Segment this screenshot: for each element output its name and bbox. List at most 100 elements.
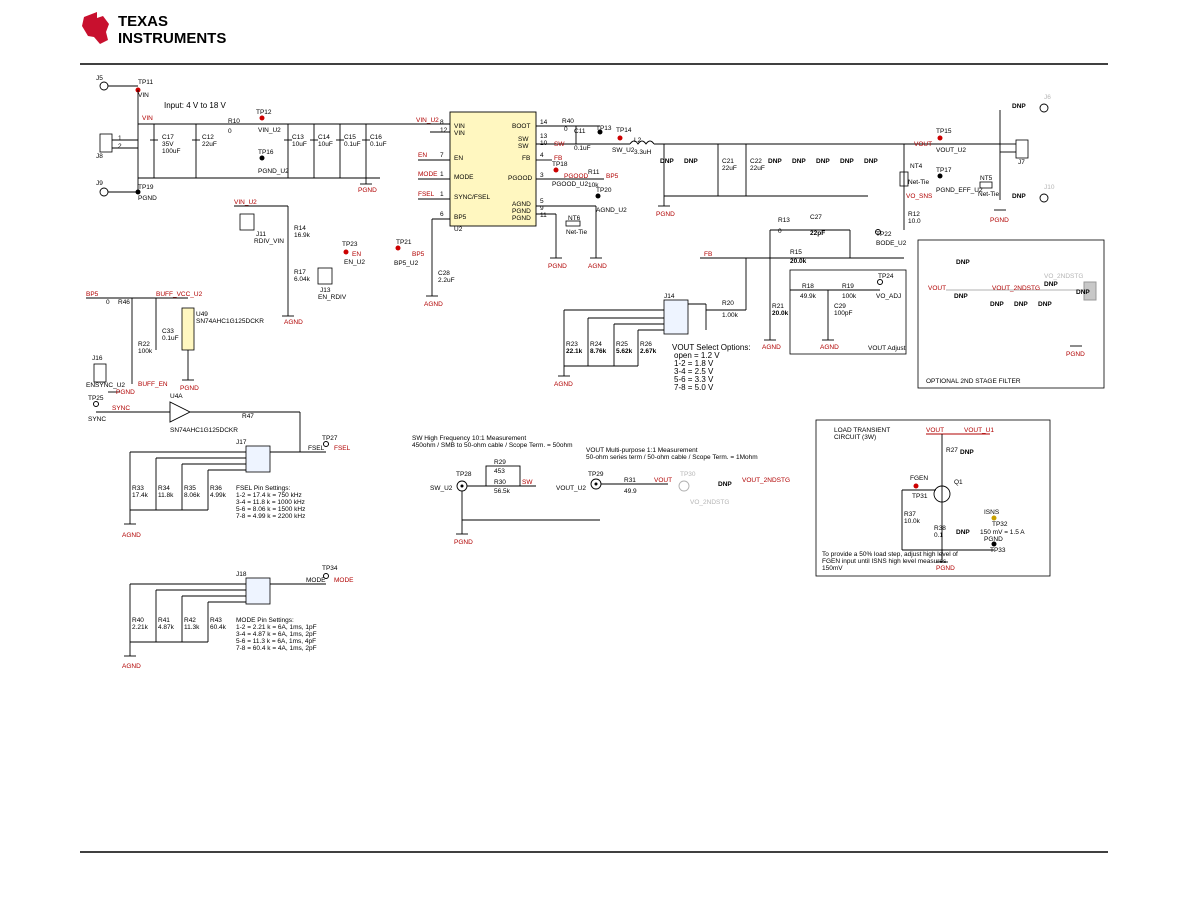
tp15-label: VOUT_U2 [936,147,966,154]
r32-dnp: DNP [718,481,732,488]
pin-num-13: 13 [540,133,548,140]
c16-val: 0.1uF [370,141,387,148]
j18-header[interactable] [245,577,271,605]
c11-ref: C11 [574,128,586,135]
q1-mosfet [933,485,951,503]
vout-u1-load: VOUT_U1 [964,427,994,434]
vout-load: VOUT [926,427,944,434]
r24-ref: R24 [590,341,602,348]
q1-ref: Q1 [954,479,963,486]
r18-ref: R18 [802,283,814,290]
agnd-adj: AGND [820,344,839,351]
vout-net-meas: VOUT [654,477,672,484]
r35-val: 8.06k [184,492,201,499]
fb-net-ic: FB [554,155,562,162]
u49-ref: U49 [196,311,208,318]
j17-header[interactable] [245,445,271,473]
r29-val: 453 [494,468,505,475]
agnd-c28: AGND [424,301,443,308]
u4a-val: SN74AHC1G125DCKR [170,427,238,434]
r27-dnp: DNP [960,449,974,456]
pin-pgnd-a: PGND [512,208,531,215]
tp25-ref: TP25 [88,395,104,402]
en-net: EN [418,152,427,159]
r37-ref: R37 [904,511,916,518]
pin-num-7: 7 [440,152,444,159]
r41-ref: R41 [158,617,170,624]
tp30-ref: TP30 [680,471,696,478]
pin-syncfsel: SYNC/FSEL [454,194,491,201]
c28-val: 2.2uF [438,277,455,284]
tp32-ref: TP32 [992,521,1008,528]
r33-val: 17.4k [132,492,149,499]
u49-body [181,307,195,351]
tp28-ref: TP28 [456,471,472,478]
c30-dnp: DNP [990,301,1004,308]
nt5-ref: NT5 [980,175,993,182]
j11-ref: J11 [256,231,266,238]
j14-header[interactable] [663,299,689,335]
r24-val: 8.76k [590,348,607,355]
r36-ref: R36 [210,485,222,492]
mode-net: MODE [418,171,438,178]
vout-2ndstg-meas: VOUT_2NDSTG [742,477,790,484]
j12-connector [1083,281,1097,301]
j11-jumper[interactable] [239,213,255,231]
output-section: L2 3.3uH PGND DNP DNP C21 22uF C22 22uF … [629,94,1055,247]
tp22-ref: TP22 [876,231,892,238]
pin-num-1a: 1 [440,171,444,178]
vout-net: VOUT [914,141,932,148]
vout-opt-0: open = 1.2 V [674,351,720,360]
c33-ref: C33 [162,328,174,335]
tp15-ref: TP15 [936,128,952,135]
r18-val: 49.9k [800,293,817,300]
r29-ref: R29 [494,459,506,466]
load-transient: LOAD TRANSIENT CIRCUIT (3W) VOUT VOUT_U1… [815,419,1051,577]
nt6-ref: NT6 [568,215,581,222]
r43-ref: R43 [210,617,222,624]
ic-u2: U2 VIN VIN EN MODE SYNC/FSEL BP5 8 12 7 … [394,111,635,308]
c21-val: 22uF [722,165,737,172]
r17-val: 6.04k [294,276,311,283]
j13-jumper[interactable] [317,267,333,285]
agnd-fb: AGND [762,344,781,351]
isns-label: ISNS [984,509,1000,516]
r13-val: 0 [778,228,782,235]
c13-ref: C13 [292,134,304,141]
vout-opt-2: 3-4 = 2.5 V [674,367,714,376]
pgnd-ic: PGND [548,263,567,270]
tp22-label: BODE_U2 [876,240,907,247]
j6-ref: J6 [1044,94,1051,101]
agnd-j18: AGND [122,663,141,670]
tp30-connector [678,480,690,492]
tp23-label: EN_U2 [344,259,365,266]
pgnd-j10: PGND [990,217,1009,224]
j17-ref: J17 [236,439,247,446]
c17-v1: 35V [162,141,174,148]
fsel-opt-1: 3-4 = 11.8 k = 1000 kHz [236,499,305,506]
tp11-label: VIN [138,92,149,99]
pin-num-3: 3 [540,172,544,179]
r27-ref: R27 [946,447,958,454]
pgnd-input: PGND [358,187,377,194]
tp17-ref: TP17 [936,167,952,174]
j16-jumper[interactable] [93,363,107,383]
agnd-div: AGND [284,319,303,326]
c25-dnp: DNP [816,158,830,165]
j10-dnp: DNP [1012,193,1026,200]
r46-ref: R46 [118,299,130,306]
c15-val: 0.1uF [344,141,361,148]
r22-val: 100k [138,348,153,355]
fsel-opt-3: 7-8 = 4.99 k = 2200 kHz [236,513,305,520]
r34-val: 11.8k [158,492,174,499]
c22-ref: C22 [750,158,762,165]
tp11-ref: TP11 [138,79,153,86]
r40top-val: 0 [564,126,568,133]
r34-ref: R34 [158,485,170,492]
vout-2ndstg-net: VOUT_2NDSTG [992,285,1040,292]
r47-ref: R47 [242,413,254,420]
vin-u2-net: VIN_U2 [416,117,439,124]
mode-opt-3: 7-8 = 60.4 k = 4A, 1ms, 2pF [236,645,317,652]
fb-net: FB [704,251,712,258]
sync-buffer: BP5 0 R46 BUFF_VCC_U2 U49 SN74AHC1G125DC… [86,291,301,452]
